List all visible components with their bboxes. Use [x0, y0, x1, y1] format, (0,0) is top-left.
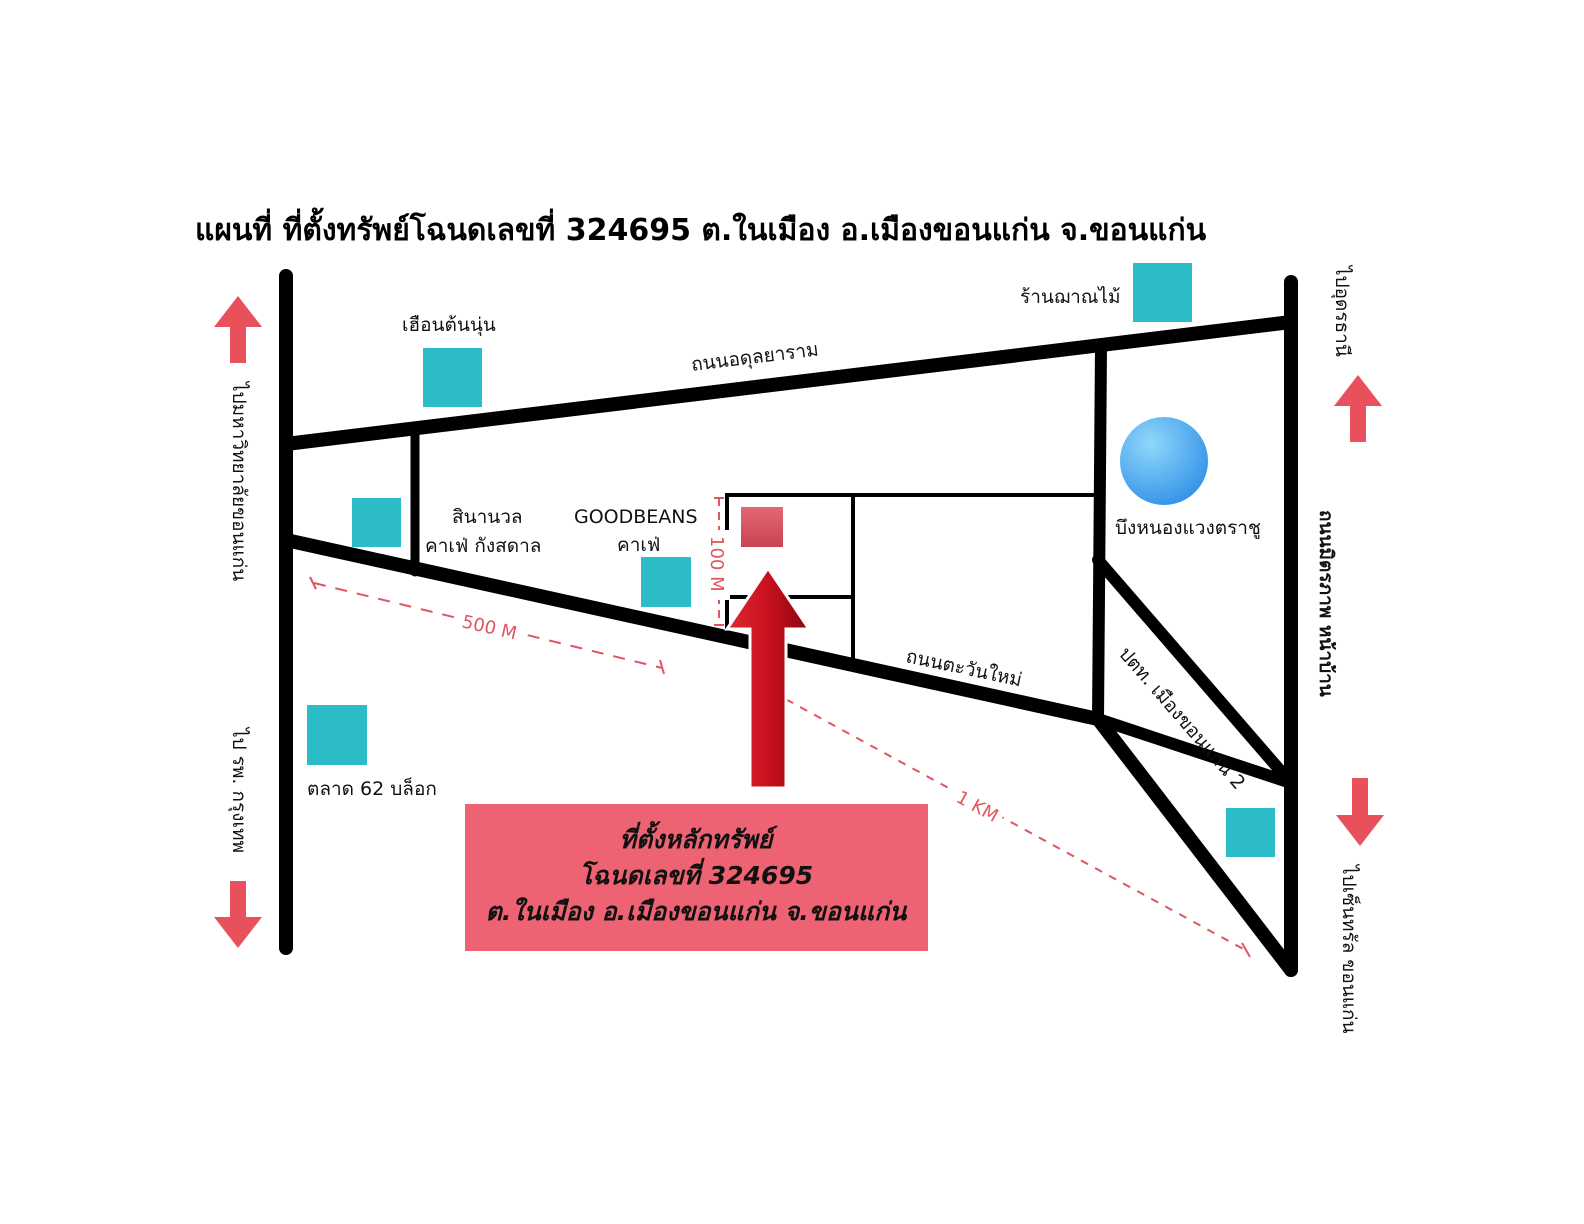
dist-1km-label-bg: [947, 775, 1011, 825]
property-callout-box: [465, 804, 928, 951]
lake-marker: [1120, 417, 1208, 505]
diagonal-ptt-road: [1092, 554, 1297, 789]
callout-line-2: โฉนดเลขที่ 324695: [579, 857, 813, 890]
talad62-label: ตลาด 62 บล็อก: [307, 776, 437, 800]
dist-500-tick-start: [309, 576, 317, 590]
goodbeans-label-1: GOODBEANS: [574, 506, 698, 528]
pointer-arrow-shape: [724, 565, 812, 790]
hueankhannun-label: เฮือนต้นนุ่น: [402, 314, 496, 337]
ranmanmai-label: ร้านฌาณไม้: [1020, 286, 1120, 308]
lake-label: บึงหนองแวงตราชู: [1115, 517, 1261, 539]
right-up-direction-label: ไปอุดรธานี: [1330, 264, 1353, 357]
hueankhannun-marker: [423, 348, 482, 407]
left-down-arrow-icon: [214, 881, 262, 948]
property-marker: [739, 505, 785, 549]
talad62-marker: [307, 705, 367, 765]
dist-500-label-bg: [453, 598, 531, 640]
goodbeans-marker: [641, 557, 691, 607]
adun-road-label: ถนนอดุลยาราม: [690, 339, 820, 377]
right-up-arrow-icon: [1334, 375, 1382, 442]
road-network: [279, 269, 1298, 977]
dist-100-label: 100 M: [706, 536, 727, 592]
pointer-arrow: [724, 565, 812, 790]
left-up-direction-label: ไปมหาวิทยาลัยขอนแก่น: [228, 380, 250, 581]
callout-line-3: ต.ในเมือง อ.เมืองขอนแก่น จ.ขอนแก่น: [486, 897, 909, 926]
right-down-direction-label: ไปเซ็นทรัล ขอนแก่น: [1338, 863, 1362, 1034]
sinanuan-label-1: สินานวล: [452, 506, 523, 528]
dist-1km-line: [757, 683, 1248, 952]
left-up-arrow-icon: [214, 296, 262, 363]
callout-line-1: ที่ตั้งหลักทรัพย์: [620, 821, 779, 854]
mittraphap-road-label: ถนนมิตรภาพ หน้าบ้าน: [1315, 510, 1337, 697]
connector-road: [1092, 713, 1297, 789]
map-title: แผนที่ ที่ตั้งทรัพย์โฉนดเลขที่ 324695 ต.…: [195, 207, 1207, 248]
sinanuan-label-2: คาเฟ่ กังสดาล: [425, 535, 541, 557]
adun-road: [279, 315, 1298, 451]
ranmanmai-marker: [1133, 263, 1192, 322]
goodbeans-label-2: คาเฟ่: [617, 534, 660, 556]
dist-500-tick-end: [659, 659, 665, 675]
right-inner-vertical-road: [1092, 342, 1107, 725]
sinanuan-marker: [352, 498, 401, 547]
dist-1km-tick-end: [1241, 942, 1251, 958]
right-down-arrow-icon: [1336, 778, 1384, 846]
left-down-direction-label: ไป รพ. กรุงเทพ: [227, 726, 250, 853]
ptt-marker: [1226, 808, 1275, 857]
dist-100-label-bg: [708, 530, 730, 600]
